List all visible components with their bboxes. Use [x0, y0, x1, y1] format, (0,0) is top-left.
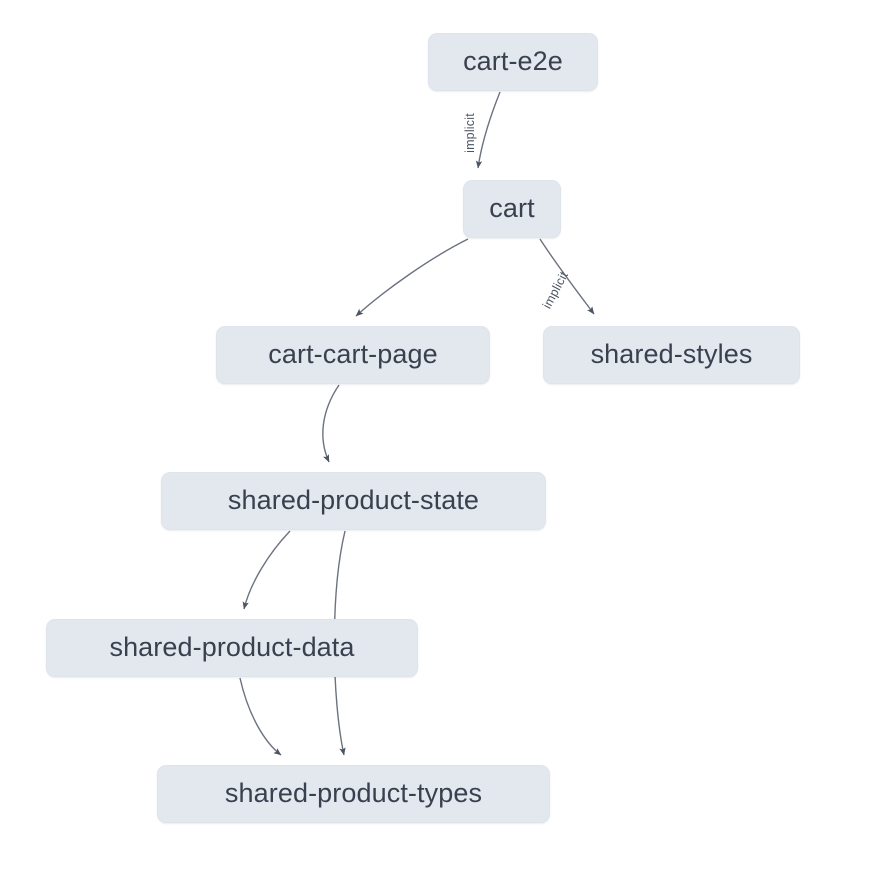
edge-cart-cart-page-to-shared-product-state [322, 384, 340, 463]
edge-cart-e2e-to-cart: implicit [463, 91, 501, 169]
edge-label-implicit-2: implicit [540, 269, 571, 311]
node-label: shared-styles [590, 338, 753, 369]
node-shared-product-data[interactable]: shared-product-data [46, 619, 418, 677]
node-label: shared-product-types [224, 777, 483, 808]
node-cart-cart-page[interactable]: cart-cart-page [216, 326, 490, 384]
node-shared-styles[interactable]: shared-styles [543, 326, 800, 384]
node-label: cart-e2e [463, 45, 563, 76]
edge-shared-product-state-to-shared-product-data [242, 530, 291, 610]
edge-cart-to-cart-cart-page [355, 238, 469, 317]
edge-cart-to-shared-styles: implicit [539, 238, 595, 315]
node-label: shared-product-state [227, 484, 480, 515]
node-label: cart-cart-page [268, 338, 438, 369]
node-shared-product-state[interactable]: shared-product-state [161, 472, 546, 530]
node-cart-e2e[interactable]: cart-e2e [428, 33, 598, 91]
edge-label-implicit-1: implicit [463, 113, 477, 153]
node-label: cart [489, 192, 535, 223]
node-label: shared-product-data [109, 631, 355, 662]
node-shared-product-types[interactable]: shared-product-types [157, 765, 550, 823]
edge-shared-product-data-to-shared-product-types [239, 677, 282, 756]
node-cart[interactable]: cart [463, 180, 561, 238]
